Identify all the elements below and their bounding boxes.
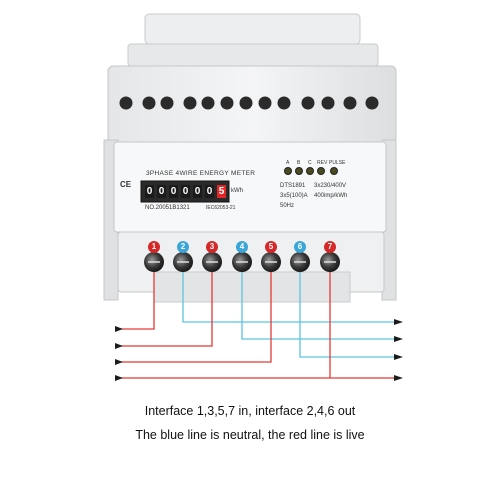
- display-digit: 0: [205, 185, 214, 198]
- neutral-wire-2: [182, 272, 400, 323]
- live-wire-5: [115, 272, 272, 363]
- led-label-pulse: PULSE: [329, 160, 346, 166]
- terminal-number-4: 4: [236, 241, 248, 253]
- led-pulse-indicator: [330, 167, 338, 175]
- led-label-a: A: [286, 160, 290, 166]
- neutral-wire-4: [241, 272, 400, 340]
- meter-title: 3PHASE 4WIRE ENERGY METER: [146, 170, 256, 177]
- terminal-number-5: 5: [265, 241, 277, 253]
- ce-mark: CE: [120, 180, 132, 189]
- voltage-label: 3x230/400V: [314, 183, 347, 189]
- led-label-rev: REV: [317, 160, 328, 166]
- led-rev-indicator: [317, 167, 325, 175]
- meter-top-cap: [144, 13, 361, 45]
- terminal-screws: [144, 252, 340, 272]
- frequency-label: 50Hz: [280, 203, 295, 209]
- display-digit: 0: [145, 185, 154, 198]
- caption-wire-legend: The blue line is neutral, the red line i…: [135, 428, 365, 442]
- caption-interface: Interface 1,3,5,7 in, interface 2,4,6 ou…: [144, 404, 356, 418]
- impulse-label: 400imp/kWh: [314, 193, 348, 199]
- neutral-wire-6: [299, 272, 400, 358]
- top-terminal-holes: [119, 96, 379, 110]
- terminal-number-6: 6: [294, 241, 306, 253]
- led-b-indicator: [295, 167, 303, 175]
- terminal-number-3: 3: [206, 241, 218, 253]
- led-a-indicator: [284, 167, 292, 175]
- serial-number: NO.20051B1321: [145, 205, 190, 211]
- terminal-number-7: 7: [324, 241, 336, 253]
- live-wire-1: [115, 272, 155, 330]
- kwh-unit: kWh: [231, 188, 243, 194]
- model-label: DTS1891: [280, 183, 306, 189]
- display-digit: 0: [181, 185, 190, 198]
- led-label-b: B: [297, 160, 301, 166]
- current-label: 3x5(100)A: [280, 193, 308, 199]
- display-digit: 0: [169, 185, 178, 198]
- live-wire-3: [115, 272, 213, 347]
- display-digit: 0: [193, 185, 202, 198]
- display-digit-decimal: 5: [217, 185, 226, 198]
- led-c-indicator: [306, 167, 314, 175]
- standard-label: IEC62053-21: [206, 205, 236, 211]
- display-digit: 0: [157, 185, 166, 198]
- led-label-c: C: [308, 160, 312, 166]
- terminal-number-2: 2: [177, 241, 189, 253]
- terminal-number-1: 1: [148, 241, 160, 253]
- wiring-diagram: [115, 272, 400, 379]
- wire-arrows: [115, 319, 403, 381]
